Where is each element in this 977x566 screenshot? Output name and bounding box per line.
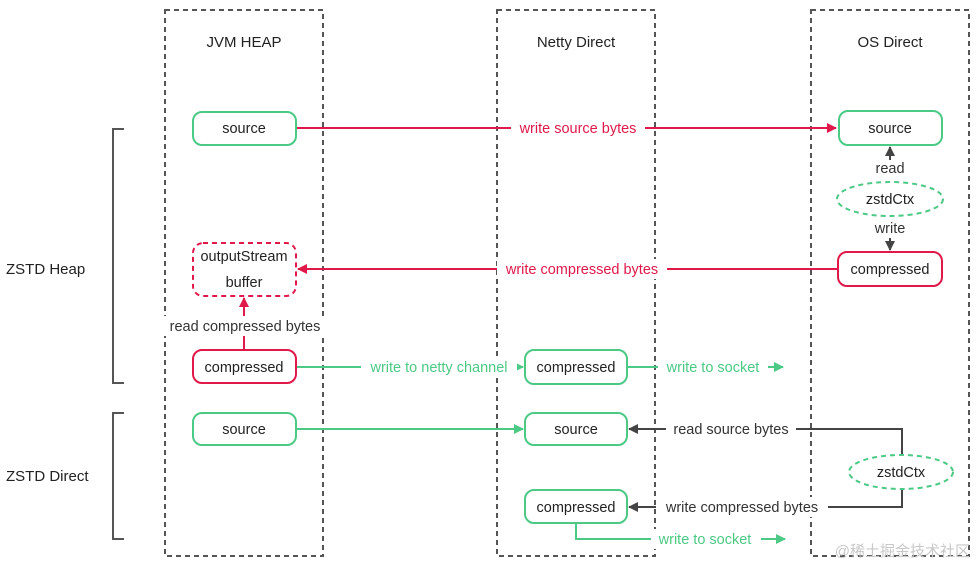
node-os-zstdctx-top	[836, 181, 944, 217]
node-jvm-compressed	[192, 349, 297, 384]
column-jvm-heap	[164, 9, 324, 557]
edge-label-bg	[511, 118, 645, 138]
watermark: @稀土掘金技术社区	[835, 543, 970, 560]
edge-label-read: read	[875, 161, 904, 177]
column-title-jvm: JVM HEAP	[206, 34, 281, 51]
edge-label-bg	[164, 316, 326, 336]
bracket-zstd-heap	[112, 128, 124, 384]
node-label: compressed	[537, 500, 616, 516]
edge-label-bg	[361, 357, 517, 377]
column-title-netty: Netty Direct	[537, 34, 616, 51]
node-label: zstdCtx	[866, 192, 915, 208]
edge-label-read-source-bytes: read source bytes	[673, 422, 788, 438]
node-netty-compressed-top	[524, 349, 628, 385]
group-label-zstd-direct: ZSTD Direct	[6, 468, 89, 485]
edge-label-write-compressed-bytes-top: write compressed bytes	[505, 262, 658, 278]
node-netty-compressed-bottom	[524, 489, 628, 524]
edge-label-write-compressed-bytes-bottom: write compressed bytes	[665, 500, 818, 516]
edge-label-write-to-socket-bottom: write to socket	[658, 532, 752, 548]
node-label: source	[222, 121, 266, 137]
edge-label-write-to-netty-channel: write to netty channel	[369, 360, 507, 376]
edge-label-bg	[666, 419, 796, 439]
edge-label-bg	[656, 497, 828, 517]
edge-label-write-source-bytes: write source bytes	[519, 121, 637, 137]
node-jvm-source-bottom	[192, 412, 297, 446]
node-os-zstdctx-bottom	[848, 454, 954, 490]
edge-label-read-compressed-bytes: read compressed bytes	[170, 319, 321, 335]
node-jvm-source-top	[192, 111, 297, 146]
column-os-direct	[810, 9, 970, 557]
edge-label-bg	[497, 259, 667, 279]
node-label: source	[868, 121, 912, 137]
node-label: compressed	[537, 360, 616, 376]
column-netty-direct	[496, 9, 656, 557]
column-title-os: OS Direct	[857, 34, 923, 51]
node-os-source	[838, 110, 943, 146]
edge-label-write: write	[874, 221, 906, 237]
node-label: zstdCtx	[877, 465, 926, 481]
edge-label-write-to-socket-top: write to socket	[666, 360, 760, 376]
node-os-compressed	[837, 251, 943, 287]
edge-label-bg	[658, 357, 768, 377]
node-label: compressed	[205, 360, 284, 376]
node-label: buffer	[226, 275, 263, 291]
group-label-zstd-heap: ZSTD Heap	[6, 261, 85, 278]
node-netty-source	[524, 412, 628, 446]
node-label: source	[222, 422, 266, 438]
node-label: source	[554, 422, 598, 438]
edge-label-bg	[651, 529, 761, 549]
node-label: outputStream	[200, 249, 287, 265]
node-label: compressed	[851, 262, 930, 278]
node-jvm-outputstream-buffer	[192, 242, 297, 297]
bracket-zstd-direct	[112, 412, 124, 540]
